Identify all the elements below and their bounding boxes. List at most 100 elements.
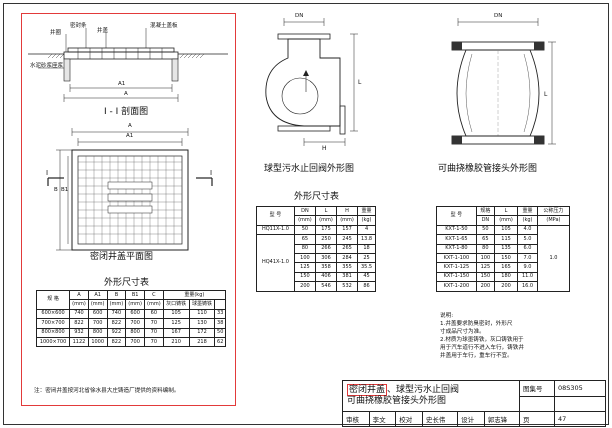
table-cell: 62 bbox=[214, 336, 226, 348]
cut-mark-right: I bbox=[210, 169, 213, 177]
table-cell: 130 bbox=[188, 318, 216, 329]
check-valve-table: 型 号 DN L H 重量 (mm) (mm) (mm) (kg) HQ11X-… bbox=[256, 205, 376, 292]
table-cell: 50 bbox=[214, 327, 226, 338]
page-number: 47 bbox=[554, 411, 606, 427]
th-a: A bbox=[69, 289, 89, 301]
table-cell: 180 bbox=[493, 271, 519, 283]
th-unit-a1: (mm) bbox=[87, 299, 108, 310]
label-seal-strip: 密封条 bbox=[70, 23, 87, 29]
table-cell: KXT-1-65 bbox=[436, 234, 477, 245]
label-cover: 井盖 bbox=[97, 28, 109, 34]
title-rest-part: 、球型污水止回阀 bbox=[387, 385, 460, 395]
table-cell: 18 bbox=[357, 243, 376, 254]
table-cell: 110 bbox=[188, 308, 216, 320]
table-cell: 200 bbox=[493, 281, 519, 292]
check-valve-l: L bbox=[358, 79, 362, 86]
table-cell: 200 bbox=[475, 281, 495, 292]
table-cell: 740 bbox=[106, 308, 127, 320]
table-cell: 210 bbox=[162, 336, 190, 348]
note-line: 说明: bbox=[440, 313, 454, 319]
table-cell: 13.8 bbox=[357, 234, 376, 245]
note-line: 用于汽车道行不进入车行，铸铁井 bbox=[440, 345, 524, 351]
cv-th-dn: DN bbox=[293, 205, 316, 217]
rj-th-model: 型 号 bbox=[436, 206, 477, 226]
check-label: 校对 bbox=[395, 411, 423, 427]
dim-b-plan: B bbox=[54, 187, 58, 193]
table-cell: 70 bbox=[143, 318, 164, 329]
table-cell: 740 bbox=[69, 308, 89, 320]
dim-a-plan: A bbox=[128, 123, 132, 129]
plan-view-drawing bbox=[47, 128, 213, 251]
title-cell: 密闭井盖、球型污水止回阀 可曲挠橡胶管接头外形图 bbox=[342, 380, 520, 412]
table-cell: 80 bbox=[293, 243, 316, 254]
table-cell: KXT-1-80 bbox=[436, 243, 477, 254]
rubber-joint-l: L bbox=[544, 91, 548, 98]
rubber-joint-table: 型 号 规格 L 重量 公称压力 DN (mm) (kg) (MPa) KXT-… bbox=[436, 205, 571, 292]
table-cell: 406 bbox=[314, 271, 338, 283]
th-spec: 规 格 bbox=[35, 290, 71, 310]
th-unit-b1: (mm) bbox=[125, 299, 145, 310]
table-cell: 381 bbox=[336, 271, 359, 283]
rj-th-weight: 重量 bbox=[517, 205, 538, 217]
table-cell: 105 bbox=[162, 308, 190, 320]
title-block: 密闭井盖、球型污水止回阀 可曲挠橡胶管接头外形图 图集号 08S305 审核 李… bbox=[342, 380, 606, 427]
page-label: 页 bbox=[519, 411, 555, 427]
table-cell: 245 bbox=[336, 234, 359, 245]
table-cell: 125 bbox=[162, 318, 190, 329]
cv-th-model: 型 号 bbox=[256, 206, 295, 226]
review-label: 审核 bbox=[342, 411, 370, 427]
highlight-box-left bbox=[21, 13, 236, 406]
cv-unit-l: (mm) bbox=[314, 215, 338, 226]
cv-unit-dn: (mm) bbox=[293, 215, 316, 226]
th-ductile-iron: 球墨铸铁 bbox=[188, 299, 216, 310]
th-unit-a: (mm) bbox=[69, 299, 89, 310]
table-cell: 100 bbox=[293, 252, 316, 264]
table-cell: 700 bbox=[87, 318, 108, 329]
table-cell: 80 bbox=[475, 243, 495, 254]
table-cell: 532 bbox=[336, 281, 359, 292]
table-cell: 125 bbox=[475, 262, 495, 273]
table-cell: 135 bbox=[493, 243, 519, 254]
table-cell: 1000×700 bbox=[35, 336, 71, 348]
table-cell: 86 bbox=[357, 281, 376, 292]
table-cell: 7.0 bbox=[517, 252, 538, 264]
check-valve-title: 球型污水止回阀外形图 bbox=[264, 164, 355, 174]
table-cell: 65 bbox=[293, 234, 316, 245]
table-cell: 100 bbox=[475, 252, 495, 264]
rj-th-pressure: 公称压力 bbox=[536, 205, 571, 217]
table-cell: 250 bbox=[314, 234, 338, 245]
table-cell: 35.5 bbox=[357, 262, 376, 273]
cv-unit-weight: (kg) bbox=[357, 215, 376, 226]
table-cell: 700×700 bbox=[35, 318, 71, 329]
atlas-blank-label bbox=[519, 395, 555, 412]
table-cell: 4.0 bbox=[517, 224, 538, 236]
table-cell: 70 bbox=[143, 336, 164, 348]
table-cell: 600×600 bbox=[35, 308, 71, 320]
table-cell: 284 bbox=[336, 252, 359, 264]
cv-th-weight: 重量 bbox=[357, 205, 376, 217]
table-cell: 65 bbox=[475, 234, 495, 245]
table-cell: 25 bbox=[357, 252, 376, 264]
th-grey-iron: 灰口铸铁 bbox=[162, 299, 190, 310]
notes-block: 说明:1.井盖要求防臭密封，外形尺 寸成品尺寸为准。2.材质为球墨铸铁，灰口铸铁… bbox=[440, 312, 580, 360]
atlas-number: 08S305 bbox=[554, 380, 606, 397]
atlas-blank-value bbox=[554, 395, 606, 412]
check-valve-h: H bbox=[322, 145, 327, 152]
table-cell: 306 bbox=[314, 252, 338, 264]
table-cell: 266 bbox=[314, 243, 338, 254]
table-cell: 922 bbox=[106, 327, 127, 338]
check-valve-dn: DN bbox=[295, 13, 304, 19]
table-cell: KXT-1-50 bbox=[436, 224, 477, 236]
table-cell: 172 bbox=[188, 327, 216, 338]
table-cell: 6.0 bbox=[517, 243, 538, 254]
title-line2: 可曲挠橡胶管接头外形图 bbox=[347, 396, 447, 406]
atlas-label: 图集号 bbox=[519, 380, 555, 397]
cover-dimension-table: 规 格 A A1 B B1 C 重量(kg) (mm) (mm) (mm) (m… bbox=[35, 289, 227, 348]
label-concrete-slab: 混凝土盖板 bbox=[150, 23, 178, 29]
